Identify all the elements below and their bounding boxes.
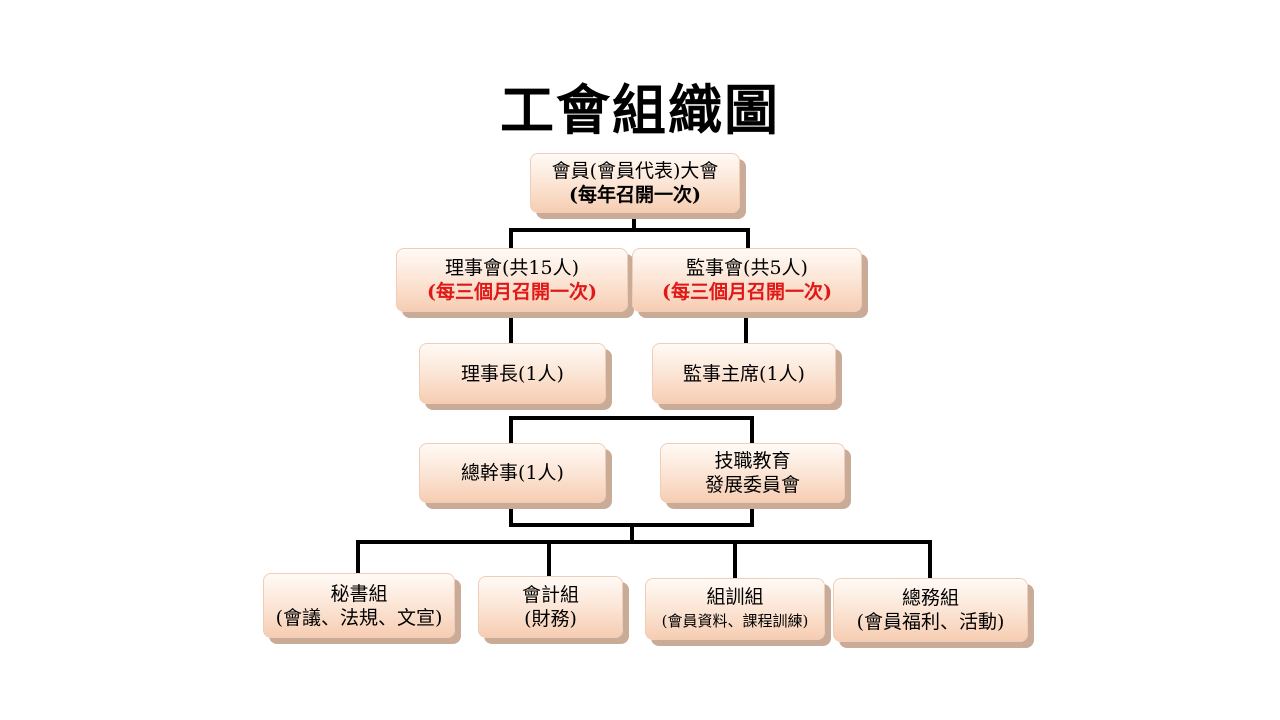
connector [547, 540, 551, 577]
connector [356, 540, 360, 574]
node-accounting: 會計組 (財務) [478, 576, 623, 638]
connector [928, 540, 932, 579]
connector [509, 503, 513, 527]
connector [509, 228, 750, 232]
node-chairman: 理事長(1人) [419, 343, 606, 404]
connector [630, 523, 634, 543]
connector [750, 503, 754, 527]
node-sublabel: 發展委員會 [704, 474, 800, 496]
node-label: 監事主席(1人) [683, 362, 805, 385]
chart-title: 工會組織圖 [500, 79, 780, 142]
node-label: 會計組 [521, 584, 579, 606]
node-sublabel: (會議、法規、文宣) [275, 606, 443, 629]
connector [750, 416, 754, 444]
connector [746, 228, 750, 250]
node-vocational-committee: 技職教育 發展委員會 [660, 443, 845, 503]
node-secretariat: 秘書組 (會議、法規、文宣) [263, 573, 455, 638]
node-label: 理事會(共15人) [444, 257, 579, 279]
connector [632, 212, 636, 232]
node-label: 組訓組 [706, 586, 764, 608]
connector [733, 540, 737, 579]
node-secretary-general: 總幹事(1人) [419, 443, 606, 503]
node-supervisors: 監事會(共5人) (每三個月召開一次) [632, 248, 862, 312]
connector [509, 416, 513, 444]
node-chief-supervisor: 監事主席(1人) [652, 343, 836, 404]
connector [509, 416, 754, 420]
node-sublabel: (每三個月召開一次) [427, 281, 597, 303]
node-label: 總務組 [901, 587, 959, 609]
node-sublabel: (每年召開一次) [569, 184, 701, 206]
node-sublabel: (會員福利、活動) [856, 611, 1005, 633]
node-label: 會員(會員代表)大會 [551, 160, 719, 182]
node-sublabel: (每三個月召開一次) [662, 281, 832, 303]
node-label: 監事會(共5人) [686, 257, 808, 279]
node-label: 理事長(1人) [461, 362, 564, 385]
node-training: 組訓組 (會員資料、課程訓練) [645, 578, 825, 640]
node-board: 理事會(共15人) (每三個月召開一次) [396, 248, 628, 312]
connector [509, 228, 513, 250]
node-general-affairs: 總務組 (會員福利、活動) [833, 578, 1028, 642]
connector [509, 312, 513, 344]
node-label: 總幹事(1人) [461, 462, 564, 484]
connector [744, 312, 748, 344]
node-label: 技職教育 [714, 450, 791, 472]
connector [356, 540, 932, 544]
node-assembly: 會員(會員代表)大會 (每年召開一次) [530, 153, 740, 213]
node-sublabel: (會員資料、課程訓練) [661, 612, 809, 630]
node-sublabel: (財務) [524, 608, 577, 630]
node-label: 秘書組 [330, 582, 388, 605]
